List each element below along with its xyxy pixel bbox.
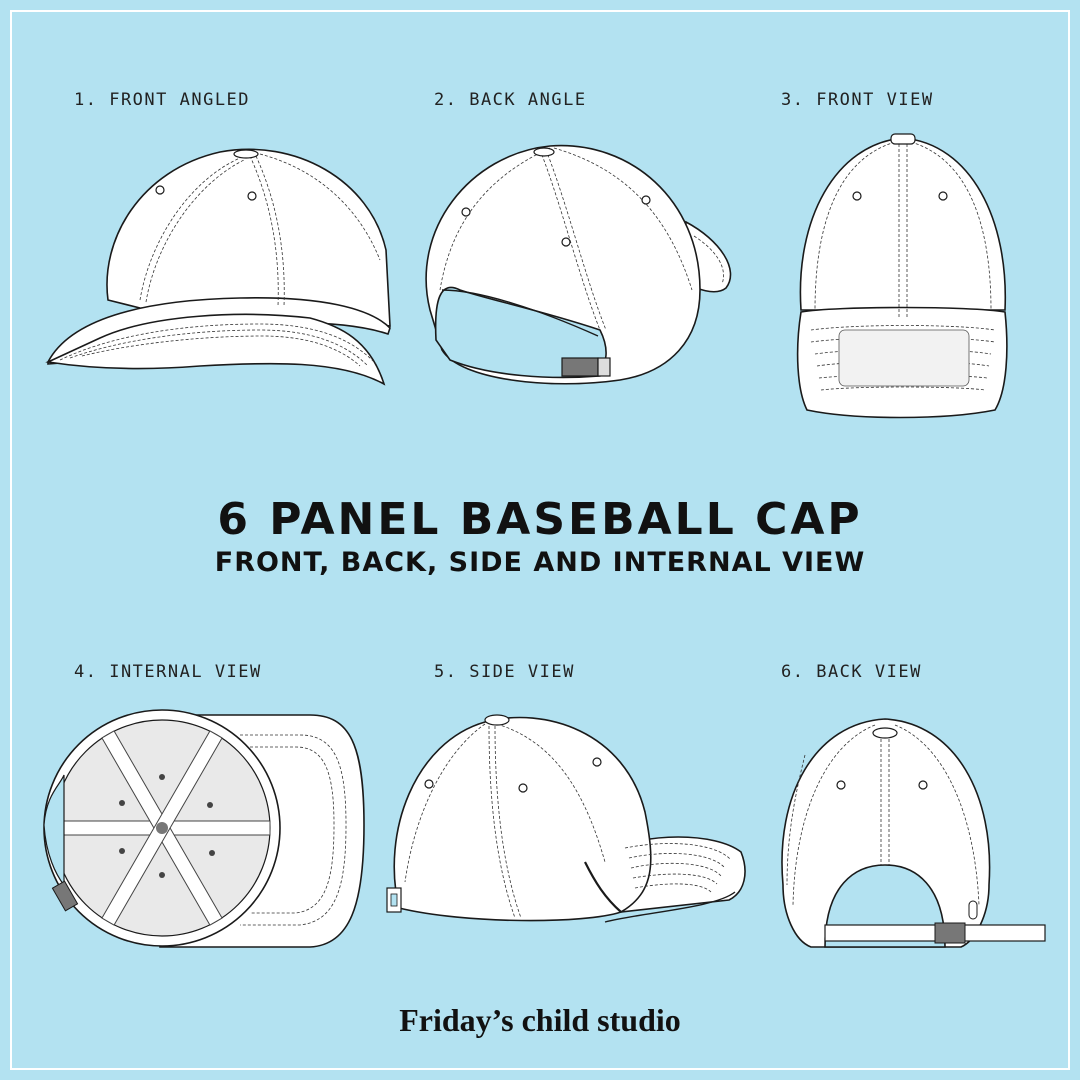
brand-name: Friday’s child studio	[399, 1002, 681, 1038]
cap-front-view-illustration	[796, 133, 1008, 419]
label-front-angled: 1. FRONT ANGLED	[74, 90, 251, 110]
label-side-view: 5. SIDE VIEW	[434, 662, 575, 682]
cap-front-angled-illustration	[45, 148, 391, 386]
label-front-view: 3. FRONT VIEW	[781, 90, 934, 110]
label-back-view: 6. BACK VIEW	[781, 662, 922, 682]
cap-side-view-illustration	[386, 714, 746, 923]
label-internal-view: 4. INTERNAL VIEW	[74, 662, 262, 682]
page-subtitle: FRONT, BACK, SIDE AND INTERNAL VIEW	[214, 547, 866, 578]
label-back-angle: 2. BACK ANGLE	[434, 90, 587, 110]
cap-back-view-illustration	[781, 718, 1046, 948]
cap-back-angle-illustration	[425, 144, 732, 385]
cap-internal-view-illustration	[43, 709, 365, 948]
page-title: 6 PANEL BASEBALL CAP	[217, 494, 863, 545]
